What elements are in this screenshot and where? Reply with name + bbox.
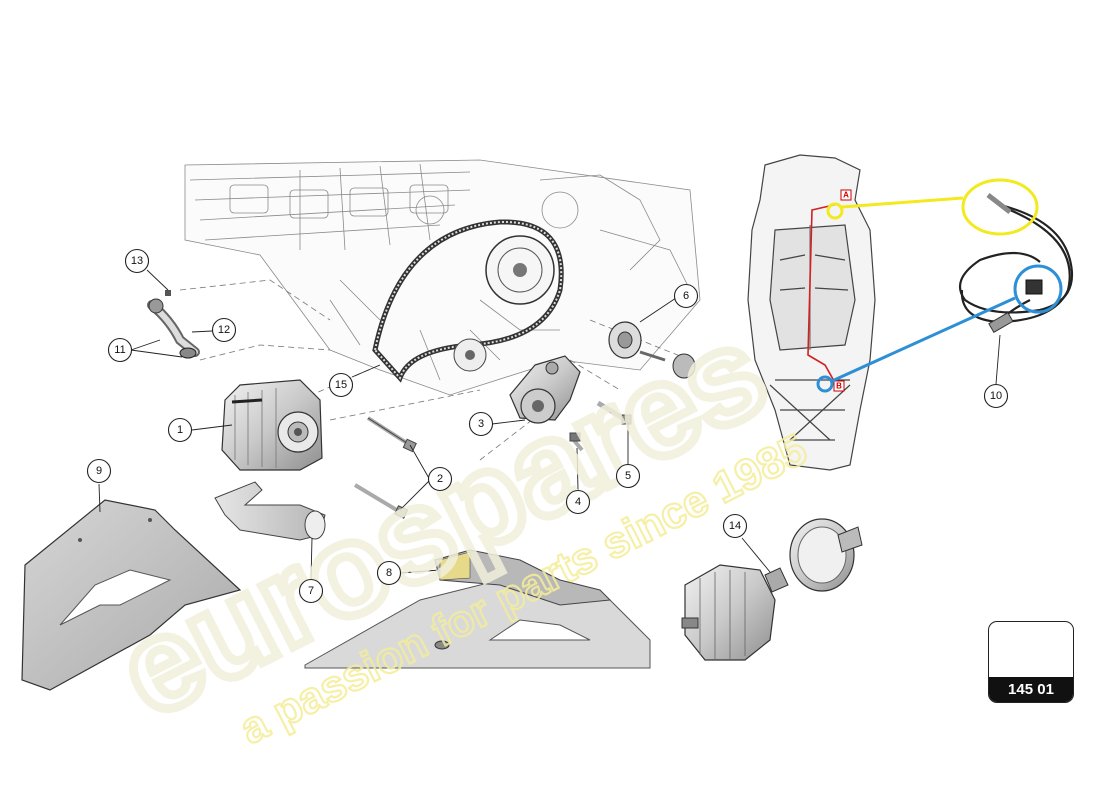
replacement-alternator-part bbox=[681, 564, 789, 661]
tensioner-bolt-parts bbox=[569, 400, 632, 452]
callout-circle bbox=[376, 560, 402, 586]
callout-circle bbox=[124, 248, 150, 274]
callout-circle bbox=[468, 411, 494, 437]
diagram-code: 145 01 bbox=[989, 677, 1073, 702]
callout-circle bbox=[167, 417, 193, 443]
alternator-part bbox=[221, 379, 323, 471]
callout-number: 5 bbox=[625, 470, 631, 482]
callout-number: 8 bbox=[386, 567, 392, 579]
callout-13: 13 bbox=[124, 248, 150, 274]
callout-number: 12 bbox=[218, 324, 230, 336]
callout-number: 6 bbox=[683, 290, 689, 302]
callout-number: 2 bbox=[437, 473, 443, 485]
callout-10: 10 bbox=[983, 383, 1009, 409]
underbody-panel-part bbox=[304, 549, 651, 669]
callout-number: 13 bbox=[131, 255, 143, 267]
callout-circle bbox=[722, 513, 748, 539]
engine-block-illustration bbox=[184, 159, 701, 396]
callout-leaders bbox=[98, 269, 1001, 581]
callout-number: 15 bbox=[335, 379, 347, 391]
callout-number: 1 bbox=[177, 424, 183, 436]
callout-8: 8 bbox=[376, 560, 402, 586]
callout-circle bbox=[211, 317, 237, 343]
connector-a-highlight bbox=[826, 178, 1039, 236]
callout-number: 3 bbox=[478, 418, 484, 430]
callout-5: 5 bbox=[615, 463, 641, 489]
callout-circle bbox=[107, 337, 133, 363]
callout-circle bbox=[565, 489, 591, 515]
diagram-code-badge: 145 01 bbox=[988, 621, 1074, 703]
callout-7: 7 bbox=[298, 578, 324, 604]
callout-circle bbox=[328, 372, 354, 398]
callout-number: 9 bbox=[96, 465, 102, 477]
callout-number: 14 bbox=[729, 520, 741, 532]
callout-12: 12 bbox=[211, 317, 237, 343]
callout-9: 9 bbox=[86, 458, 112, 484]
callout-circle bbox=[298, 578, 324, 604]
chassis-marker-b: B bbox=[833, 380, 845, 392]
callout-number: 7 bbox=[308, 585, 314, 597]
chassis-marker-a: A bbox=[840, 189, 852, 201]
idler-pulley-part bbox=[608, 321, 696, 379]
callout-6: 6 bbox=[673, 283, 699, 309]
callout-14: 14 bbox=[722, 513, 748, 539]
alternator-cover-cap-part bbox=[789, 518, 863, 592]
svg-text:B: B bbox=[836, 382, 842, 391]
callout-circle bbox=[615, 463, 641, 489]
callout-circle bbox=[983, 383, 1009, 409]
callout-number: 10 bbox=[990, 390, 1002, 402]
belt-tensioner-part bbox=[509, 355, 581, 424]
wiring-harness-route bbox=[807, 203, 839, 389]
callout-number: 4 bbox=[575, 496, 581, 508]
callout-4: 4 bbox=[565, 489, 591, 515]
heat-shield-plate-part bbox=[21, 499, 242, 691]
callout-2: 2 bbox=[427, 466, 453, 492]
cable-harness-part bbox=[958, 193, 1074, 334]
callout-15: 15 bbox=[328, 372, 354, 398]
callout-circle bbox=[86, 458, 112, 484]
callout-1: 1 bbox=[167, 417, 193, 443]
svg-text:A: A bbox=[843, 191, 849, 200]
drive-belt-illustration bbox=[372, 219, 564, 383]
callout-number: 11 bbox=[114, 344, 125, 356]
air-duct-part bbox=[214, 481, 326, 541]
callout-circle bbox=[427, 466, 453, 492]
callout-3: 3 bbox=[468, 411, 494, 437]
connector-b-highlight bbox=[816, 264, 1063, 393]
callout-circle bbox=[673, 283, 699, 309]
coolant-hose-part bbox=[147, 290, 200, 359]
bolt-parts bbox=[353, 416, 417, 519]
callout-11: 11 bbox=[107, 337, 133, 363]
